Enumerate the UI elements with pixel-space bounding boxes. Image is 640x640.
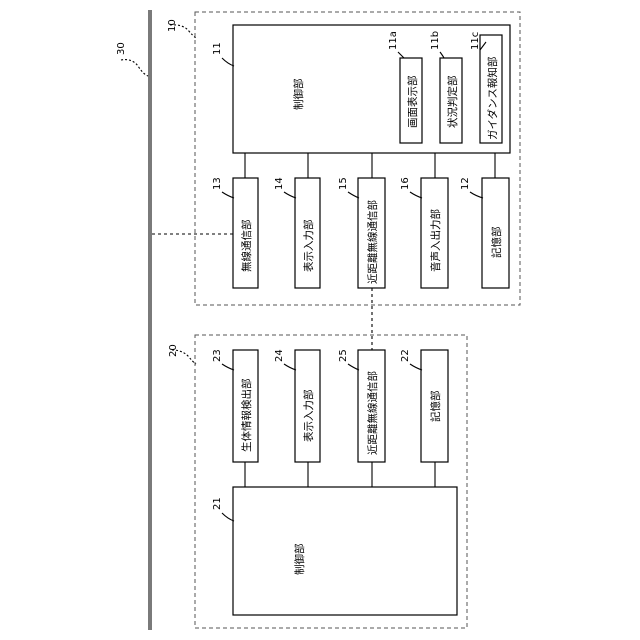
device2-control-ref: 21 — [212, 497, 223, 510]
unit-label-14: 表示入力部 — [302, 220, 315, 273]
device2-unit-23: 生体情報検出部 23 — [212, 349, 258, 462]
device1-control-leader — [222, 58, 234, 66]
network-leader — [121, 60, 148, 76]
unit-label-16: 音声入出力部 — [429, 209, 442, 272]
subunit-ref-11c: 11c — [470, 32, 481, 50]
subunit-label-11c: ガイダンス報知部 — [486, 57, 499, 140]
unit-label-23: 生体情報検出部 — [240, 379, 253, 453]
device1-unit-15: 近距離無線通信部 15 — [338, 177, 385, 288]
unit-label-22: 記憶部 — [429, 391, 442, 423]
network-ref: 30 — [116, 42, 127, 55]
subunit-ref-11a: 11a — [388, 31, 399, 50]
subunit-label-11a: 画面表示部 — [406, 76, 419, 129]
device1-unit-16: 音声入出力部 16 — [400, 177, 448, 288]
unit-ref-14: 14 — [274, 177, 285, 190]
device2-control-label: 制御部 — [293, 544, 306, 576]
device1-ref: 10 — [167, 19, 178, 32]
unit-label-15: 近距離無線通信部 — [366, 200, 379, 284]
unit-label-13: 無線通信部 — [240, 220, 253, 273]
device1-unit-12: 記憶部 12 — [460, 177, 509, 288]
device1-unit-13: 無線通信部 13 — [212, 177, 258, 288]
unit-ref-22: 22 — [400, 349, 411, 362]
unit-ref-25: 25 — [338, 349, 349, 362]
device2-unit-24: 表示入力部 24 — [274, 349, 320, 462]
unit-label-24: 表示入力部 — [302, 390, 315, 443]
device1-unit-14: 表示入力部 14 — [274, 177, 320, 288]
unit-label-25: 近距離無線通信部 — [366, 371, 379, 455]
unit-ref-12: 12 — [460, 177, 471, 190]
subunit-ref-11b: 11b — [430, 31, 441, 50]
device2-unit-25: 近距離無線通信部 25 — [338, 349, 385, 462]
unit-ref-13: 13 — [212, 177, 223, 190]
device2-control-box — [233, 487, 457, 615]
device1-control-box — [233, 25, 510, 153]
unit-ref-16: 16 — [400, 177, 411, 190]
subunit-label-11b: 状況判定部 — [446, 76, 459, 129]
unit-ref-23: 23 — [212, 349, 223, 362]
device2-ref: 20 — [168, 344, 179, 357]
device1-control-ref: 11 — [212, 42, 223, 55]
unit-ref-24: 24 — [274, 349, 285, 362]
unit-ref-15: 15 — [338, 177, 349, 190]
device2-control-leader — [222, 513, 234, 521]
unit-label-12: 記憶部 — [490, 227, 503, 259]
device2-unit-22: 記憶部 22 — [400, 349, 448, 462]
device1-control-label: 制御部 — [292, 79, 305, 111]
